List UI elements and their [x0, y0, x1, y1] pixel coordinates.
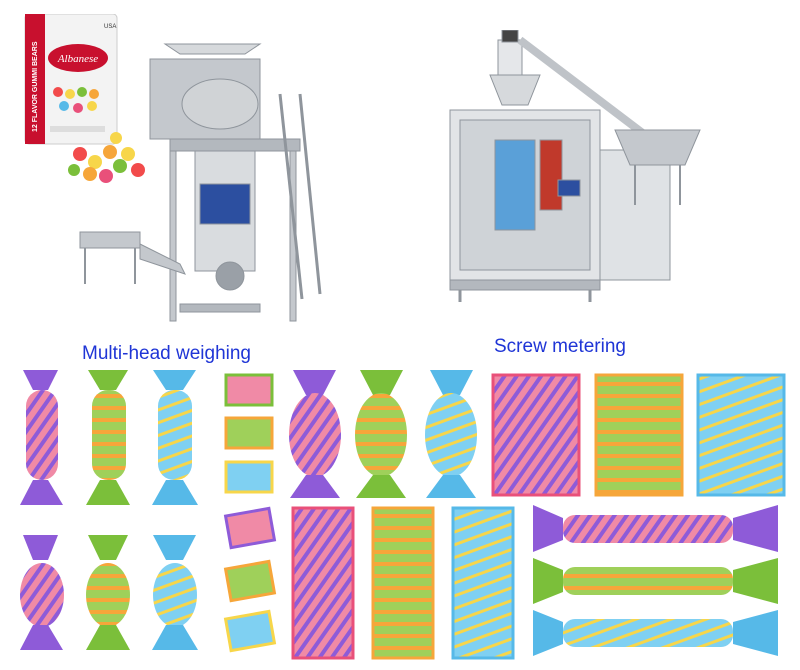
package-flag-text: USA	[104, 24, 116, 30]
candy-pink-twist-1	[20, 370, 63, 505]
candy-pink-stick-pouch	[291, 506, 355, 660]
loose-gummy-bears	[68, 132, 145, 183]
candy-blue-horizontal	[533, 610, 778, 656]
candy-pink-round-twist	[289, 370, 341, 498]
candy-blue-round-twist	[425, 370, 477, 498]
candy-blue-pouch	[696, 373, 786, 497]
multi-head-weighing-caption: Multi-head weighing	[82, 343, 251, 364]
candy-pink-horizontal	[533, 505, 778, 552]
candy-blue-twist-2	[152, 535, 198, 650]
candy-pink-pouch	[491, 373, 581, 497]
candy-wrappers-illustration	[20, 370, 786, 660]
candy-blue-stick-pouch	[451, 506, 515, 660]
candy-green-twist-2	[86, 535, 130, 650]
weigher-machine	[79, 43, 322, 322]
multi-head-weighing-machine-image: 12 FLAVOR GUMMI BEARS Albanese USA	[24, 14, 322, 322]
candy-green-horizontal	[533, 558, 778, 604]
candy-blue-twist-1	[152, 370, 198, 505]
gummy-bear-package: 12 FLAVOR GUMMI BEARS Albanese USA	[24, 14, 118, 145]
candy-green-round-twist	[355, 370, 407, 498]
screw-conveyor	[517, 36, 701, 205]
screw-metering-machine-image	[449, 30, 701, 302]
auger-filler	[489, 30, 541, 106]
candy-green-stick-pouch	[371, 506, 435, 660]
candy-green-twist-1	[86, 370, 130, 505]
candy-pink-twist-2	[20, 535, 64, 650]
package-brand-text: Albanese	[57, 53, 98, 65]
screw-metering-caption: Screw metering	[494, 336, 626, 357]
candy-green-pouch	[594, 373, 684, 497]
packing-machine-body	[449, 109, 671, 302]
candy-cubes	[223, 373, 277, 653]
package-side-text: 12 FLAVOR GUMMI BEARS	[32, 41, 39, 132]
